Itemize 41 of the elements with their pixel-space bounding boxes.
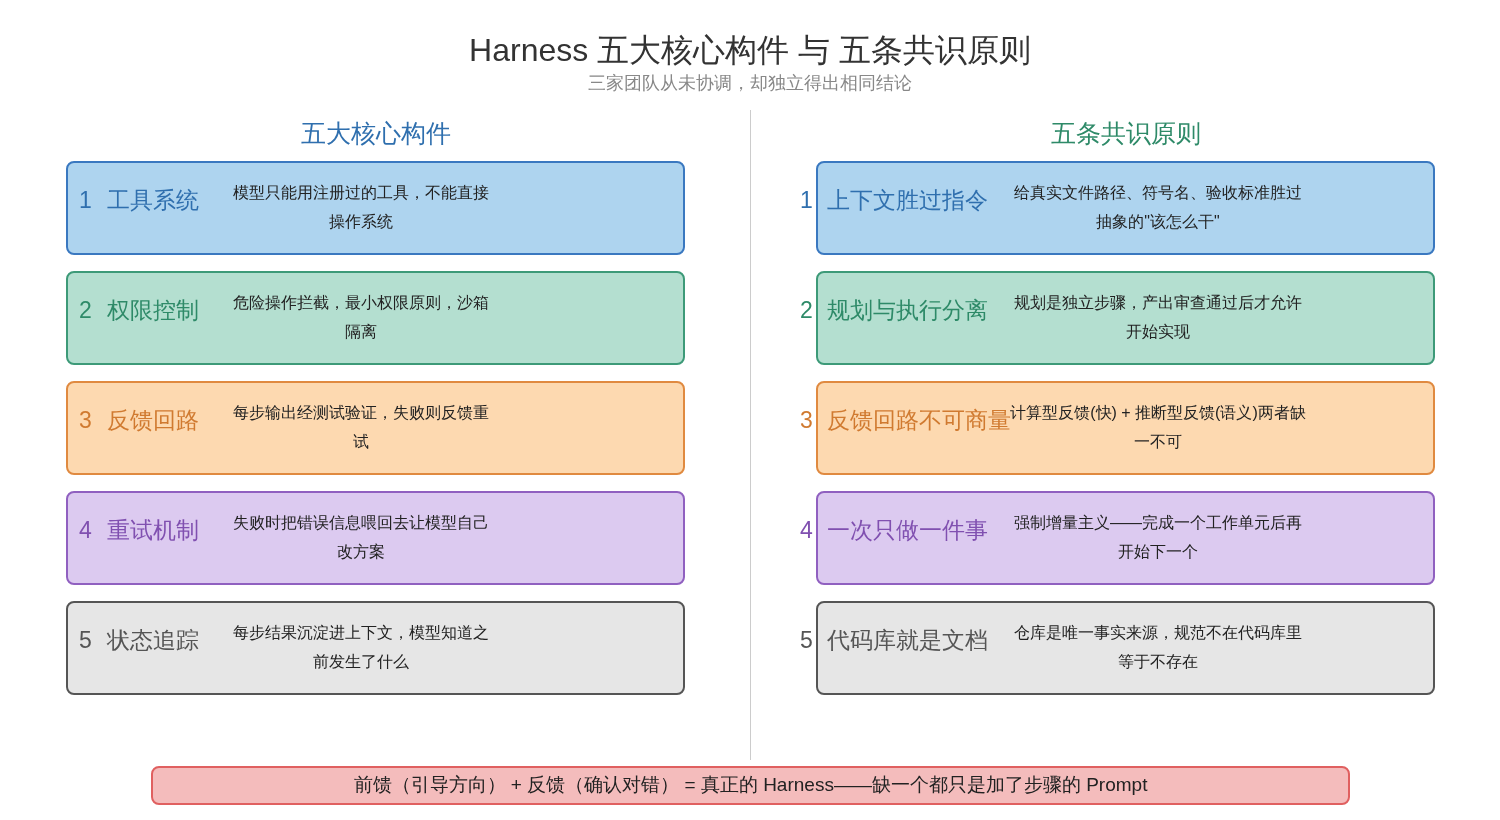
section-heading: 五大核心构件 — [299, 118, 452, 149]
item-number: 2 — [800, 296, 813, 325]
card-title: 反馈回路不可商量 — [827, 407, 1011, 435]
card-description: 给真实文件路径、符号名、验收标准胜过抽象的"该怎么干" — [1013, 183, 1303, 232]
component-card — [66, 381, 685, 475]
card-title: 重试机制 — [107, 516, 199, 545]
summary-text: 前馈（引导方向） + 反馈（确认对错） = 真正的 Harness——缺一个都只是加了步骤的 Prompt — [353, 773, 1148, 798]
card-title: 上下文胜过指令 — [827, 186, 988, 215]
card-title: 规划与执行分离 — [827, 296, 988, 325]
item-number: 5 — [79, 626, 92, 655]
card-title: 一次只做一件事 — [827, 516, 988, 545]
item-number: 3 — [800, 406, 813, 435]
item-number: 1 — [79, 186, 92, 215]
component-card — [66, 161, 685, 255]
card-description: 每步结果沉淀进上下文，模型知道之前发生了什么 — [232, 623, 490, 672]
card-title: 权限控制 — [107, 296, 199, 325]
card-title: 状态追踪 — [107, 626, 199, 655]
item-number: 5 — [800, 626, 813, 655]
card-title: 代码库就是文档 — [827, 626, 988, 655]
item-number: 2 — [79, 296, 92, 325]
item-number: 4 — [800, 516, 813, 545]
card-description: 规划是独立步骤，产出审查通过后才允许开始实现 — [1013, 293, 1303, 342]
subtitle: 三家团队从未协调，却独立得出相同结论 — [588, 72, 912, 95]
card-description: 危险操作拦截，最小权限原则，沙箱隔离 — [232, 293, 490, 342]
section-heading: 五条共识原则 — [1049, 118, 1202, 149]
card-description: 失败时把错误信息喂回去让模型自己改方案 — [232, 513, 490, 562]
card-title: 工具系统 — [107, 186, 199, 215]
card-description: 每步输出经测试验证，失败则反馈重试 — [232, 403, 490, 452]
card-description: 模型只能用注册过的工具，不能直接操作系统 — [232, 183, 490, 232]
summary-banner — [151, 766, 1350, 805]
component-card — [66, 491, 685, 585]
card-description: 强制增量主义——完成一个工作单元后再开始下一个 — [1013, 513, 1303, 562]
card-title: 反馈回路 — [107, 406, 199, 435]
card-description: 计算型反馈(快) + 推断型反馈(语义)两者缺一不可 — [1010, 403, 1307, 452]
card-description: 仓库是唯一事实来源，规范不在代码库里等于不存在 — [1013, 623, 1303, 672]
item-number: 4 — [79, 516, 92, 545]
item-number: 1 — [800, 186, 813, 215]
diagram-title: Harness 五大核心构件 与 五条共识原则 — [469, 31, 1031, 70]
item-number: 3 — [79, 406, 92, 435]
component-card — [66, 601, 685, 695]
component-card — [66, 271, 685, 365]
